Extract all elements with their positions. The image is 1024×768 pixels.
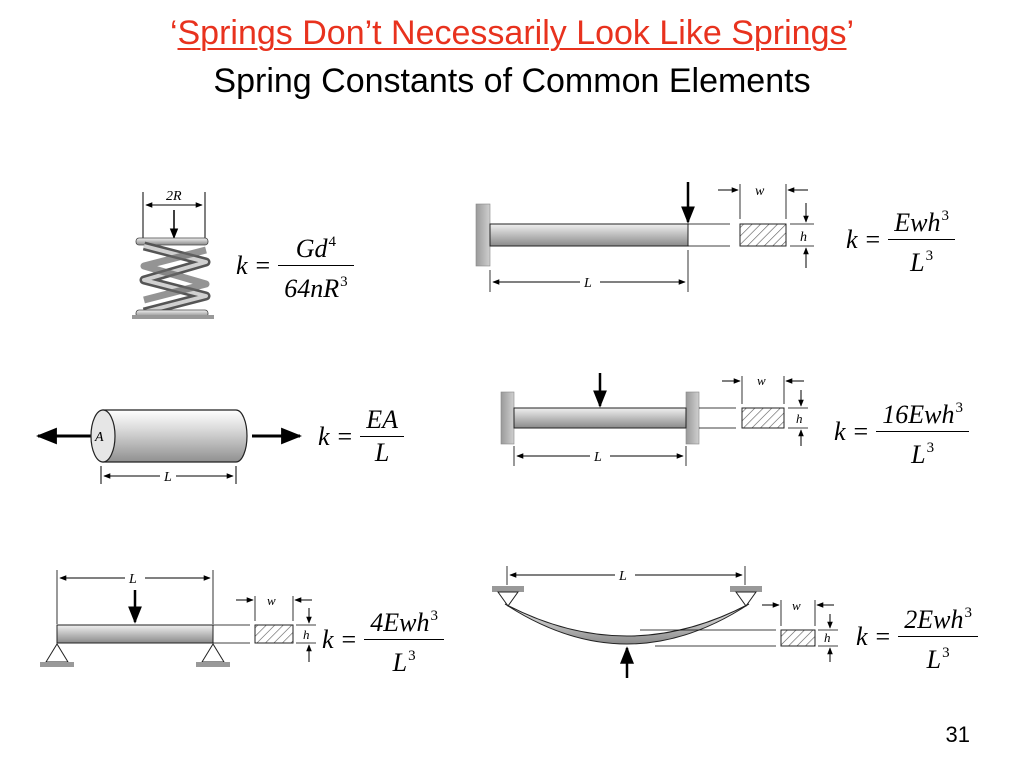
cantilever-width-label: w xyxy=(755,184,765,199)
page-number: 31 xyxy=(945,722,970,747)
slide-title: ‘Springs Don’t Necessarily Look Like Spr… xyxy=(0,14,1024,53)
bent-beam-diagram: L w h xyxy=(492,566,838,678)
two-r-label: 2R xyxy=(166,189,182,204)
cantilever-diagram: w h L xyxy=(475,182,814,292)
fixed-height-label: h xyxy=(796,411,803,426)
bent-height-label: h xyxy=(824,630,831,645)
fixed-length-label: L xyxy=(593,450,602,465)
simple-height-label: h xyxy=(303,627,310,642)
bent-beam-formula: k = 2Ewh3 L3 xyxy=(856,597,978,676)
simply-supported-formula: k = 4Ewh3 L3 xyxy=(322,600,444,679)
cantilever-formula: k = Ewh3 L3 xyxy=(846,200,955,279)
coil-spring-formula: k = Gd4 64nR3 xyxy=(236,226,354,305)
bent-width-label: w xyxy=(792,598,801,613)
rod-length-label: L xyxy=(163,470,172,485)
coil-spring-diagram: 2R xyxy=(132,189,214,319)
title-quote-open: ‘ xyxy=(169,14,178,52)
simple-width-label: w xyxy=(267,593,276,608)
fixed-fixed-formula: k = 16Ewh3 L3 xyxy=(834,392,969,471)
axial-rod-diagram: A L xyxy=(35,409,303,485)
slide-subtitle: Spring Constants of Common Elements xyxy=(213,62,811,100)
cantilever-height-label: h xyxy=(800,230,807,245)
axial-rod-formula: k = EA L xyxy=(318,404,404,469)
cantilever-length-label: L xyxy=(583,276,592,291)
fixed-width-label: w xyxy=(757,373,766,388)
title-quote-close: ’ xyxy=(846,14,855,52)
fixed-fixed-beam-diagram: w h L xyxy=(500,373,808,466)
title-main: Springs Don’t Necessarily Look Like Spri… xyxy=(177,14,847,52)
simple-length-label: L xyxy=(128,572,137,587)
simply-supported-beam-diagram: L w h xyxy=(40,570,316,667)
area-label: A xyxy=(94,430,104,445)
bent-length-label: L xyxy=(618,569,627,584)
